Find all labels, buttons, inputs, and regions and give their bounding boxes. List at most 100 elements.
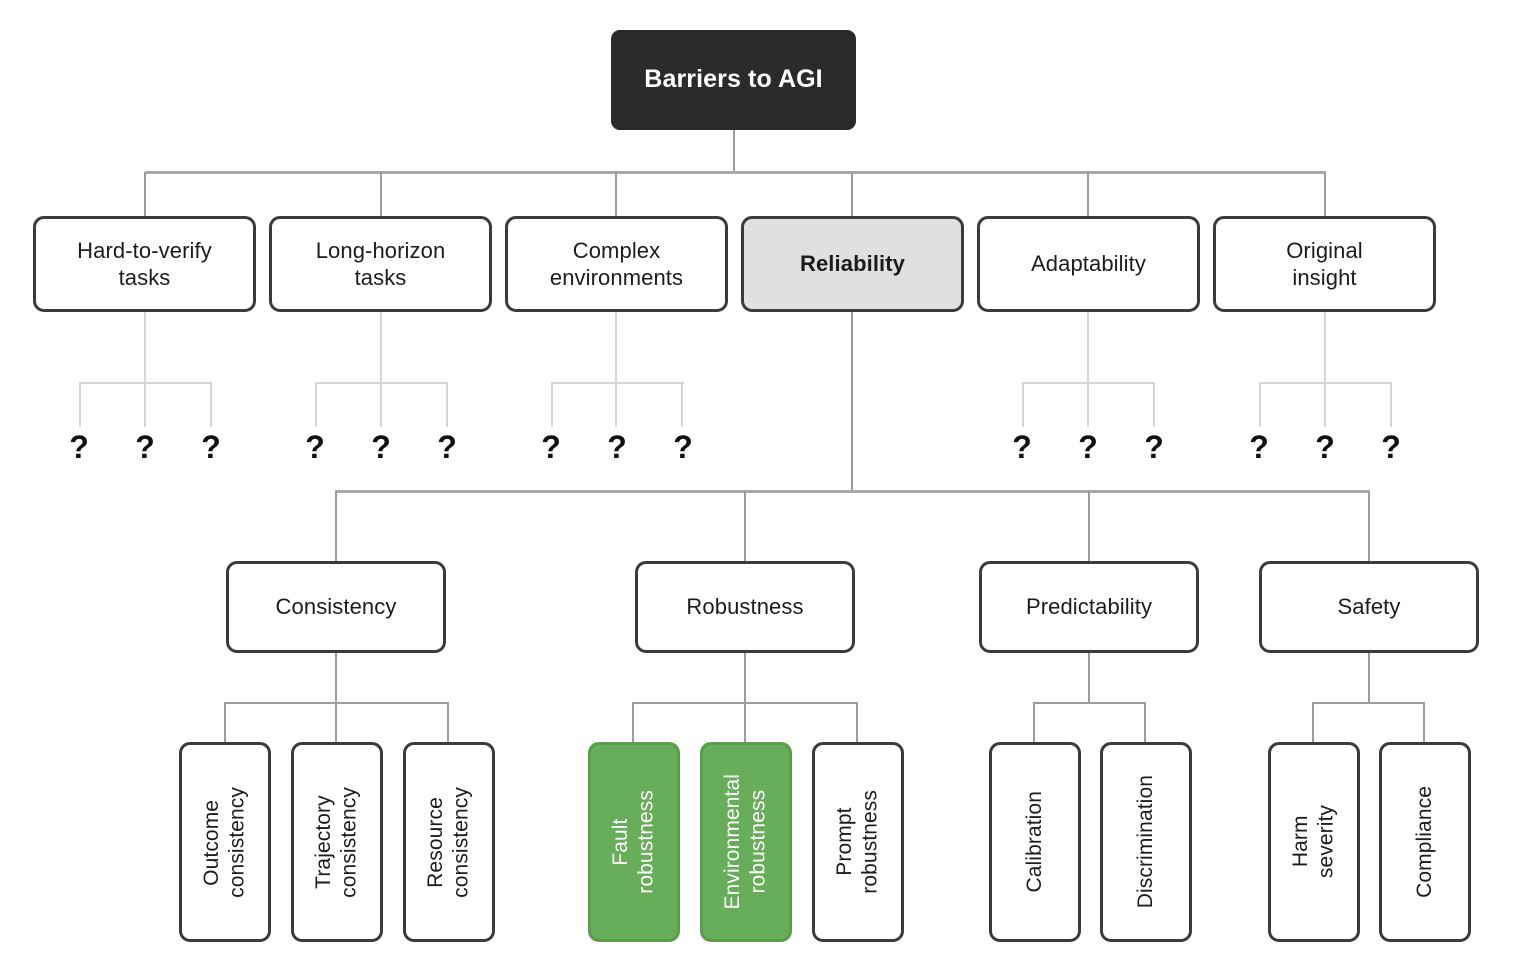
placeholder-adaptability-1[interactable]: ? <box>1012 429 1032 465</box>
edge-drop-l2-3 <box>615 172 617 216</box>
edge-drop-l3-2 <box>744 491 746 561</box>
node-label: Harm severity <box>1289 805 1338 879</box>
edge-drop-l2-5 <box>1087 172 1089 216</box>
node-label: Trajectory consistency <box>312 786 361 898</box>
node-original-insight[interactable]: Original insight <box>1213 216 1436 312</box>
edge-consistency-d2 <box>335 702 337 742</box>
edge-consistency-stem <box>335 653 337 704</box>
placeholder-original-insight-2[interactable]: ? <box>1315 429 1335 465</box>
placeholder-original-insight-1[interactable]: ? <box>1249 429 1269 465</box>
edge-robustness-d3 <box>856 702 858 742</box>
edge-predictability-stem <box>1088 653 1090 704</box>
node-outcome-consistency[interactable]: Outcome consistency <box>179 742 271 942</box>
edge-safety-d2 <box>1423 702 1425 742</box>
node-label: Resource consistency <box>424 786 473 898</box>
edge-consistency-d3 <box>447 702 449 742</box>
placeholder-complex-environments-1[interactable]: ? <box>541 429 561 465</box>
node-complex-environments[interactable]: Complex environments <box>505 216 728 312</box>
node-trajectory-consistency[interactable]: Trajectory consistency <box>291 742 383 942</box>
edge-q3-stem <box>615 312 617 383</box>
node-consistency[interactable]: Consistency <box>226 561 446 653</box>
edge-drop-l2-1 <box>144 172 146 216</box>
node-long-horizon-tasks[interactable]: Long-horizon tasks <box>269 216 492 312</box>
node-label: Discrimination <box>1134 775 1158 909</box>
node-harm-severity[interactable]: Harm severity <box>1268 742 1360 942</box>
node-root-label: Barriers to AGI <box>644 65 823 94</box>
edge-q5-d1 <box>1259 382 1261 427</box>
placeholder-long-horizon-3[interactable]: ? <box>437 429 457 465</box>
node-label: Compliance <box>1413 786 1437 898</box>
node-label: Predictability <box>1025 594 1153 620</box>
edge-q1-d2 <box>144 382 146 427</box>
node-compliance[interactable]: Compliance <box>1379 742 1471 942</box>
node-label: Original insight <box>1286 237 1363 291</box>
edge-drop-l3-3 <box>1088 491 1090 561</box>
placeholder-original-insight-3[interactable]: ? <box>1381 429 1401 465</box>
edge-predictability-bus <box>1033 702 1146 704</box>
placeholder-hard-to-verify-2[interactable]: ? <box>135 429 155 465</box>
edge-drop-l3-4 <box>1368 491 1370 561</box>
node-label: Prompt robustness <box>833 790 882 894</box>
node-discrimination[interactable]: Discrimination <box>1100 742 1192 942</box>
node-label: Long-horizon tasks <box>315 237 446 291</box>
placeholder-long-horizon-1[interactable]: ? <box>305 429 325 465</box>
edge-safety-bus <box>1312 702 1425 704</box>
edge-level2-bus <box>145 171 1326 174</box>
edge-q3-d2 <box>615 382 617 427</box>
placeholder-complex-environments-2[interactable]: ? <box>607 429 627 465</box>
edge-predictability-d1 <box>1033 702 1035 742</box>
edge-reliability-stem <box>851 312 853 492</box>
placeholder-long-horizon-2[interactable]: ? <box>371 429 391 465</box>
node-label: Outcome consistency <box>200 786 249 898</box>
edge-q1-d3 <box>210 382 212 427</box>
edge-safety-d1 <box>1312 702 1314 742</box>
node-label: Adaptability <box>1031 251 1146 277</box>
edge-consistency-d1 <box>224 702 226 742</box>
node-reliability[interactable]: Reliability <box>741 216 964 312</box>
placeholder-adaptability-2[interactable]: ? <box>1078 429 1098 465</box>
edge-q3-d1 <box>551 382 553 427</box>
node-environmental-robustness[interactable]: Environmental robustness <box>700 742 792 942</box>
edge-safety-stem <box>1368 653 1370 704</box>
node-label: Reliability <box>799 251 906 277</box>
edge-q5-d2 <box>1324 382 1326 427</box>
placeholder-adaptability-3[interactable]: ? <box>1144 429 1164 465</box>
edge-drop-l2-6 <box>1324 172 1326 216</box>
node-hard-to-verify-tasks[interactable]: Hard-to-verify tasks <box>33 216 256 312</box>
node-prompt-robustness[interactable]: Prompt robustness <box>812 742 904 942</box>
node-safety[interactable]: Safety <box>1259 561 1479 653</box>
node-label: Consistency <box>275 594 397 620</box>
placeholder-hard-to-verify-3[interactable]: ? <box>201 429 221 465</box>
edge-level3-bus <box>335 490 1370 493</box>
node-predictability[interactable]: Predictability <box>979 561 1199 653</box>
edge-drop-l2-2 <box>380 172 382 216</box>
node-fault-robustness[interactable]: Fault robustness <box>588 742 680 942</box>
node-label: Safety <box>1337 594 1401 620</box>
edge-q4-d1 <box>1022 382 1024 427</box>
edge-drop-l2-4 <box>851 172 853 216</box>
node-root-barriers-to-agi[interactable]: Barriers to AGI <box>611 30 856 130</box>
edge-q2-stem <box>380 312 382 383</box>
edge-q4-d2 <box>1087 382 1089 427</box>
node-label: Environmental robustness <box>721 774 770 910</box>
placeholder-hard-to-verify-1[interactable]: ? <box>69 429 89 465</box>
edge-q4-stem <box>1087 312 1089 383</box>
edge-root-stem <box>733 130 735 172</box>
node-robustness[interactable]: Robustness <box>635 561 855 653</box>
node-calibration[interactable]: Calibration <box>989 742 1081 942</box>
edge-robustness-d1 <box>632 702 634 742</box>
node-label: Calibration <box>1023 791 1047 893</box>
node-resource-consistency[interactable]: Resource consistency <box>403 742 495 942</box>
edge-predictability-d2 <box>1144 702 1146 742</box>
edge-q1-d1 <box>79 382 81 427</box>
edge-q3-bus <box>551 382 684 384</box>
edge-q5-stem <box>1324 312 1326 383</box>
edge-q4-d3 <box>1153 382 1155 427</box>
edge-q2-d1 <box>315 382 317 427</box>
edge-q3-d3 <box>681 382 683 427</box>
placeholder-complex-environments-3[interactable]: ? <box>673 429 693 465</box>
node-adaptability[interactable]: Adaptability <box>977 216 1200 312</box>
edge-q2-d3 <box>446 382 448 427</box>
edge-q2-d2 <box>380 382 382 427</box>
